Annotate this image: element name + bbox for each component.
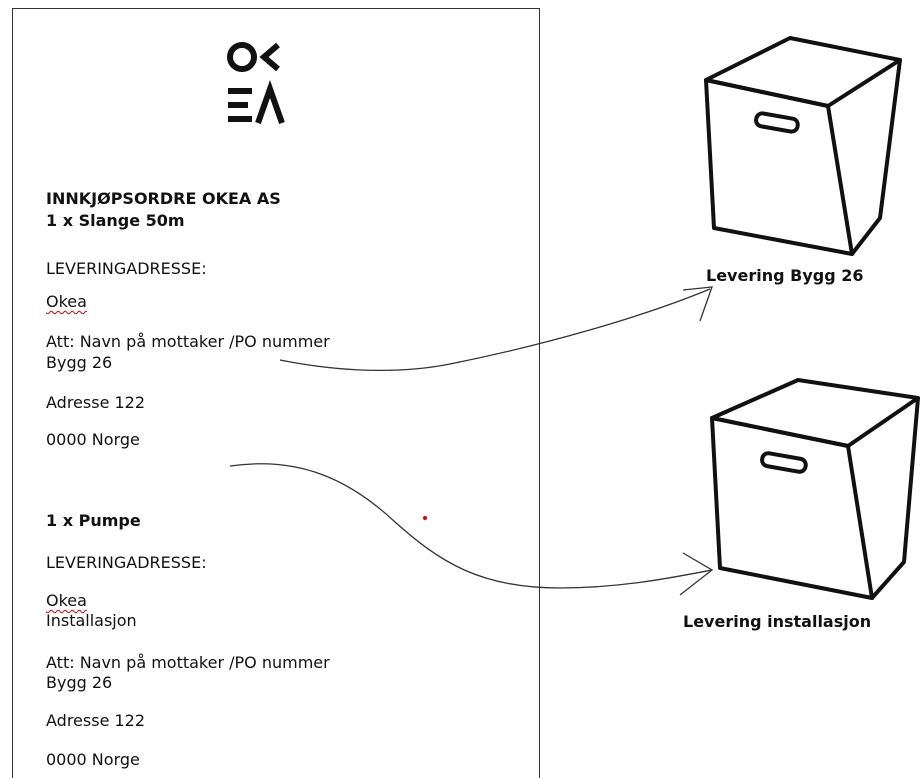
item1-att: Att: Navn på mottaker /PO nummer <box>46 332 330 351</box>
delivery-label-bygg26: Levering Bygg 26 <box>706 266 863 285</box>
item2-address-label: LEVERINGADRESSE: <box>46 553 207 572</box>
arrowhead-installasjon <box>679 552 714 596</box>
item1-address-label: LEVERINGADRESSE: <box>46 259 207 278</box>
delivery-label-installasjon: Levering installasjon <box>683 612 871 631</box>
item2-name: 1 x Pumpe <box>46 511 141 530</box>
item2-building: Bygg 26 <box>46 673 113 692</box>
order-title: INNKJØPSORDRE OKEA AS <box>46 189 281 208</box>
item1-name: 1 x Slange 50m <box>46 211 185 230</box>
item2-att: Att: Navn på mottaker /PO nummer <box>46 653 330 672</box>
arrow-to-installasjon <box>229 463 713 589</box>
item2-street: Adresse 122 <box>46 711 146 730</box>
item2-location: Installasjon <box>46 611 137 630</box>
box-icon <box>704 36 902 256</box>
okea-logo <box>227 42 285 124</box>
item2-company: Okea <box>46 591 87 610</box>
arrow-to-bygg26 <box>279 288 711 372</box>
item1-street: Adresse 122 <box>46 393 146 412</box>
arrowhead-bygg26 <box>682 286 713 322</box>
box-icon <box>710 378 920 600</box>
item1-company: Okea <box>46 292 87 311</box>
purchase-order-document: INNKJØPSORDRE OKEA AS 1 x Slange 50m LEV… <box>12 8 540 778</box>
item2-postal: 0000 Norge <box>46 750 140 769</box>
item1-building: Bygg 26 <box>46 353 113 372</box>
red-dot <box>423 516 427 520</box>
item1-postal: 0000 Norge <box>46 430 140 449</box>
